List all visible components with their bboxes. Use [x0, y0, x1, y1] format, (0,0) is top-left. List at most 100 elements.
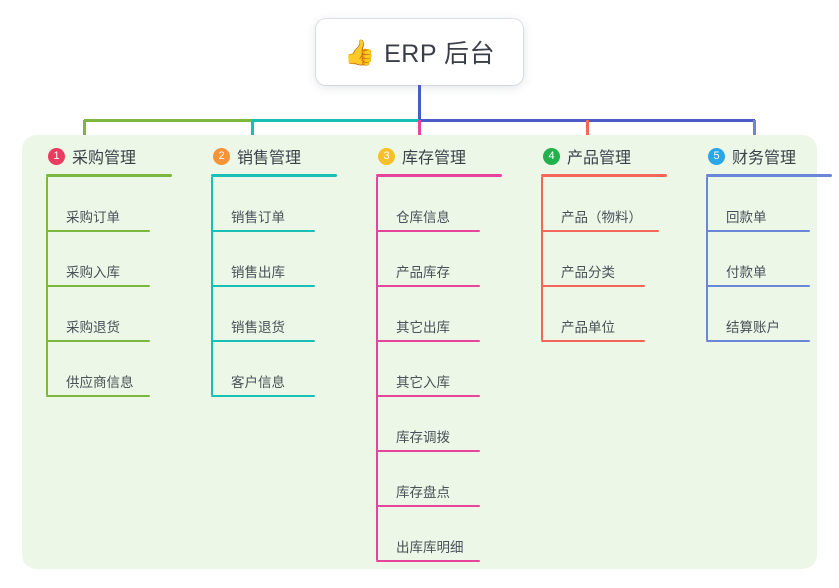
- column-5: 5 财务管理回款单付款单结算账户: [690, 135, 839, 569]
- column-badge-2: 2: [213, 147, 230, 165]
- leaf-item[interactable]: 付款单: [706, 232, 839, 287]
- thumbs-up-icon: 👍: [343, 37, 376, 67]
- leaf-label: 销售退货: [231, 320, 285, 335]
- leaf-list-5: 回款单付款单结算账户: [706, 177, 839, 342]
- column-header-2[interactable]: 2 销售管理: [211, 135, 360, 177]
- leaf-item[interactable]: 库存调拨: [376, 397, 525, 452]
- leaf-rule: [706, 285, 810, 287]
- leaf-list-3: 仓库信息产品库存其它出库其它入库库存调拨库存盘点出库库明细: [376, 177, 525, 562]
- column-title-4: 产品管理: [567, 150, 632, 167]
- leaf-rule: [541, 285, 645, 287]
- column-title-1: 采购管理: [72, 150, 137, 167]
- leaf-item[interactable]: 采购退货: [46, 287, 195, 342]
- column-header-1[interactable]: 1 采购管理: [46, 135, 195, 177]
- column-rule-1: [46, 174, 172, 177]
- leaf-item[interactable]: 销售订单: [211, 177, 360, 232]
- leaf-item[interactable]: 销售退货: [211, 287, 360, 342]
- leaf-item[interactable]: 出库库明细: [376, 507, 525, 562]
- leaf-label: 产品单位: [561, 320, 615, 335]
- column-title-3: 库存管理: [402, 150, 467, 167]
- leaf-item[interactable]: 回款单: [706, 177, 839, 232]
- column-title-2: 销售管理: [237, 150, 302, 167]
- leaf-item[interactable]: 仓库信息: [376, 177, 525, 232]
- leaf-label: 客户信息: [231, 375, 285, 390]
- leaf-item[interactable]: 销售出库: [211, 232, 360, 287]
- leaf-label: 其它出库: [396, 320, 450, 335]
- column-badge-5: 5: [708, 147, 725, 165]
- leaf-label: 采购退货: [66, 320, 120, 335]
- leaf-label: 结算账户: [726, 320, 780, 335]
- leaf-rule: [46, 395, 150, 397]
- leaf-label: 供应商信息: [66, 375, 134, 390]
- leaf-item[interactable]: 其它入库: [376, 342, 525, 397]
- leaf-rule: [211, 395, 315, 397]
- column-rule-3: [376, 174, 502, 177]
- column-title-5: 财务管理: [732, 150, 797, 167]
- content-panel: 1 采购管理采购订单采购入库采购退货供应商信息 2 销售管理销售订单销售出库销售退货客…: [22, 135, 832, 569]
- leaf-item[interactable]: 客户信息: [211, 342, 360, 397]
- column-2: 2 销售管理销售订单销售出库销售退货客户信息: [195, 135, 360, 569]
- leaf-item[interactable]: 采购订单: [46, 177, 195, 232]
- column-spine-3: [376, 177, 378, 560]
- leaf-rule: [541, 230, 659, 232]
- leaf-item[interactable]: 库存盘点: [376, 452, 525, 507]
- leaf-item[interactable]: 产品（物料）: [541, 177, 690, 232]
- leaf-rule: [376, 395, 480, 397]
- leaf-rule: [541, 340, 645, 342]
- leaf-label: 产品（物料）: [561, 210, 642, 225]
- column-4: 4 产品管理产品（物料） 产品分类产品单位: [525, 135, 690, 569]
- column-spine-4: [541, 177, 543, 340]
- column-container: 1 采购管理采购订单采购入库采购退货供应商信息 2 销售管理销售订单销售出库销售退货客…: [22, 135, 832, 569]
- column-header-5[interactable]: 5 财务管理: [706, 135, 839, 177]
- leaf-label: 仓库信息: [396, 210, 450, 225]
- leaf-label: 产品分类: [561, 265, 615, 280]
- root-title: ERP 后台: [384, 40, 496, 68]
- leaf-rule: [376, 450, 480, 452]
- leaf-rule: [376, 285, 480, 287]
- leaf-label: 回款单: [726, 210, 767, 225]
- leaf-label: 采购入库: [66, 265, 120, 280]
- leaf-item[interactable]: 产品分类: [541, 232, 690, 287]
- leaf-label: 付款单: [726, 265, 767, 280]
- leaf-label: 库存调拨: [396, 430, 450, 445]
- leaf-item[interactable]: 产品库存: [376, 232, 525, 287]
- column-rule-4: [541, 174, 667, 177]
- leaf-list-4: 产品（物料） 产品分类产品单位: [541, 177, 690, 342]
- leaf-label: 采购订单: [66, 210, 120, 225]
- leaf-item[interactable]: 采购入库: [46, 232, 195, 287]
- leaf-rule: [706, 340, 810, 342]
- leaf-label: 其它入库: [396, 375, 450, 390]
- leaf-rule: [46, 285, 150, 287]
- column-header-4[interactable]: 4 产品管理: [541, 135, 690, 177]
- leaf-item[interactable]: 供应商信息: [46, 342, 195, 397]
- leaf-item[interactable]: 产品单位: [541, 287, 690, 342]
- leaf-rule: [211, 230, 315, 232]
- column-rule-5: [706, 174, 832, 177]
- leaf-rule: [376, 505, 480, 507]
- leaf-rule: [376, 230, 480, 232]
- column-badge-1: 1: [48, 147, 65, 165]
- leaf-rule: [376, 340, 480, 342]
- root-node[interactable]: 👍 ERP 后台: [316, 19, 523, 85]
- leaf-label: 销售出库: [231, 265, 285, 280]
- leaf-rule: [46, 340, 150, 342]
- leaf-rule: [376, 560, 480, 562]
- leaf-list-1: 采购订单采购入库采购退货供应商信息: [46, 177, 195, 397]
- column-spine-5: [706, 177, 708, 340]
- column-rule-2: [211, 174, 337, 177]
- column-badge-4: 4: [543, 147, 560, 165]
- leaf-item[interactable]: 其它出库: [376, 287, 525, 342]
- leaf-list-2: 销售订单销售出库销售退货客户信息: [211, 177, 360, 397]
- leaf-label: 销售订单: [231, 210, 285, 225]
- leaf-label: 出库库明细: [396, 540, 464, 555]
- leaf-rule: [211, 285, 315, 287]
- leaf-rule: [46, 230, 150, 232]
- leaf-label: 库存盘点: [396, 485, 450, 500]
- leaf-rule: [706, 230, 810, 232]
- leaf-item[interactable]: 结算账户: [706, 287, 839, 342]
- column-1: 1 采购管理采购订单采购入库采购退货供应商信息: [30, 135, 195, 569]
- leaf-label: 产品库存: [396, 265, 450, 280]
